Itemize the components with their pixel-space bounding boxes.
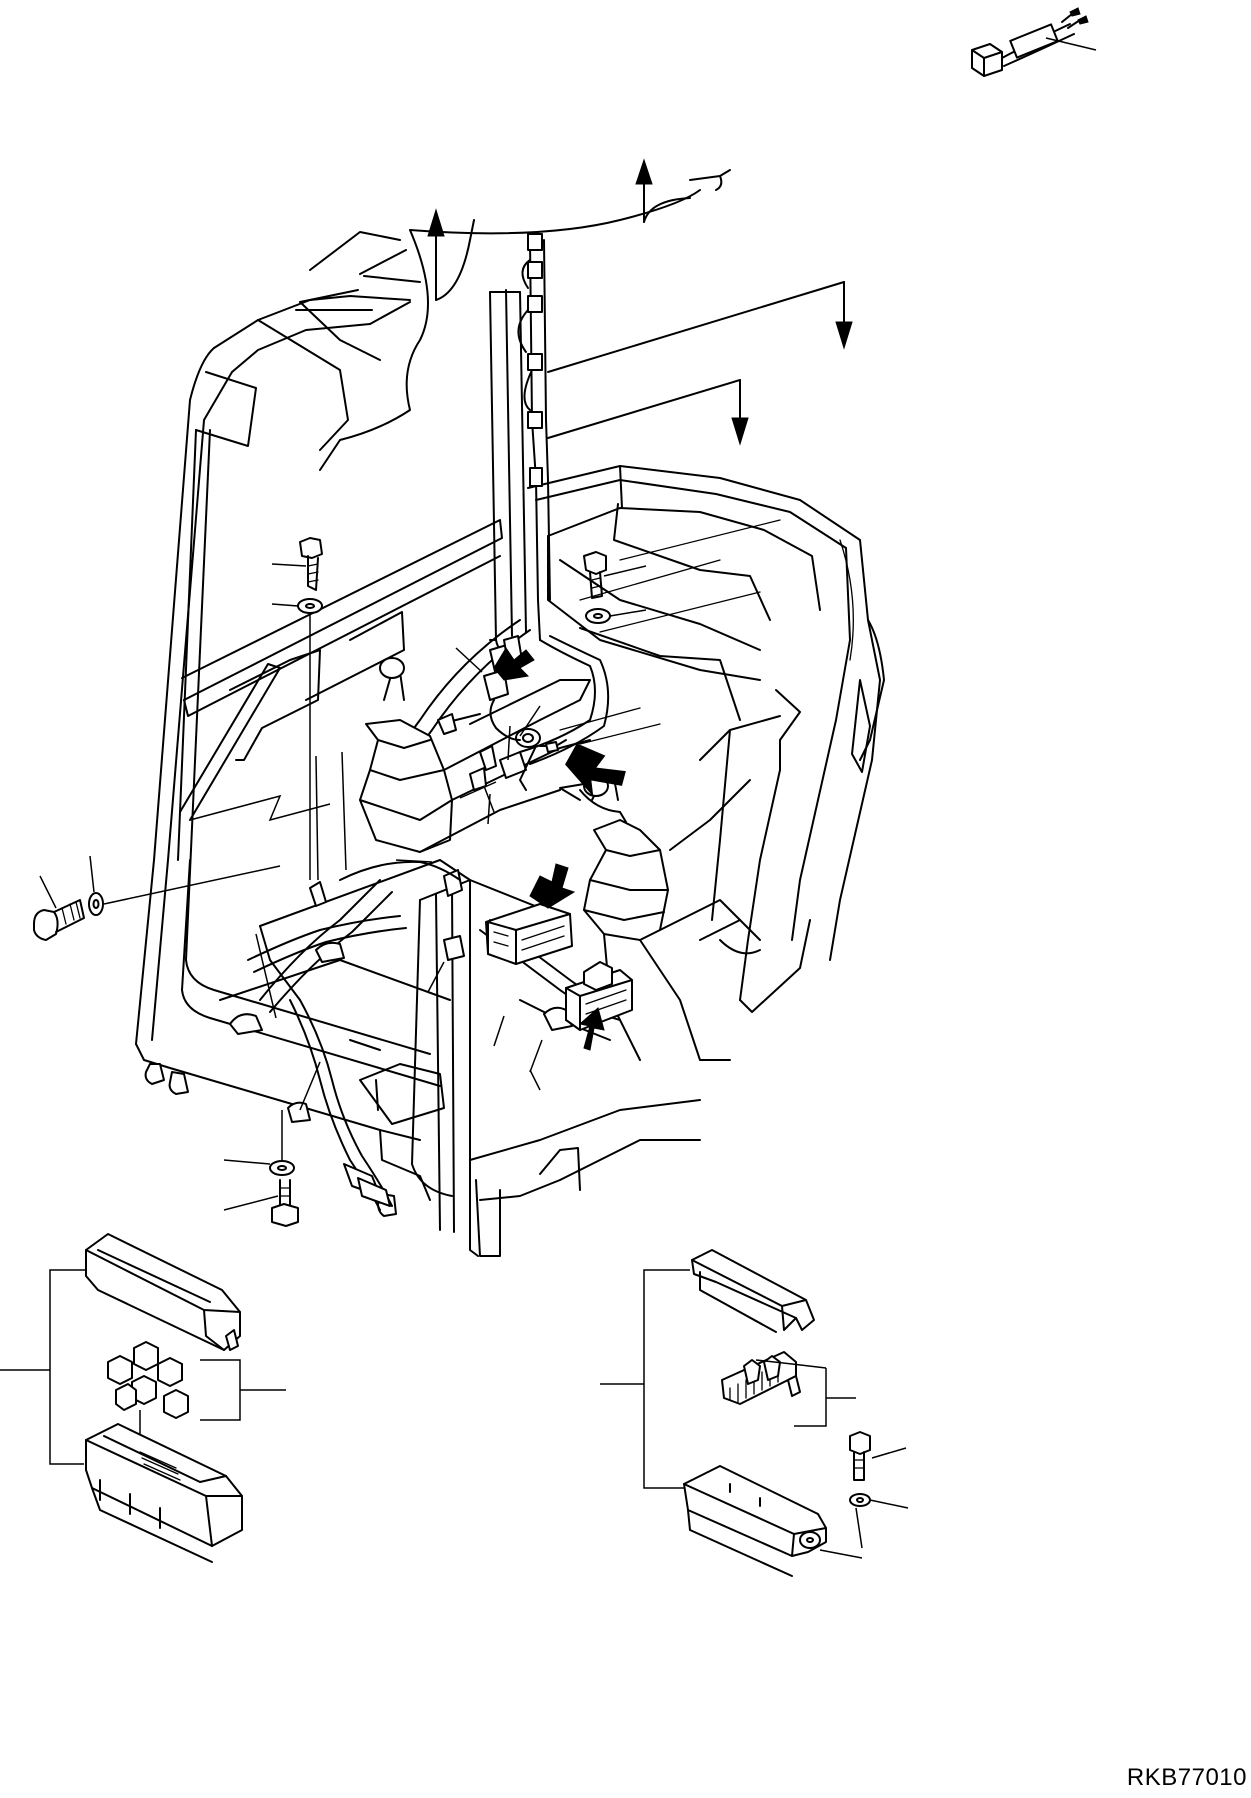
fasteners <box>34 538 646 1226</box>
washer-right-top <box>586 609 646 623</box>
washer-left-top <box>272 599 322 880</box>
washer-bottom <box>224 1110 294 1175</box>
bolt-side <box>34 876 84 940</box>
fuse-box-assembly <box>0 1234 286 1562</box>
left-control-console <box>360 658 590 852</box>
harness-connector-part <box>972 8 1096 76</box>
cab-frame <box>136 190 884 1256</box>
bolt-right-top <box>584 552 646 598</box>
direction-arrows <box>428 160 852 1050</box>
wiring-harness <box>230 234 630 1210</box>
drawing-code: RKB77010 <box>1126 1764 1247 1791</box>
washer-side <box>89 856 280 915</box>
bolt-bottom <box>224 1180 298 1226</box>
fuse-block-assembly <box>600 1250 908 1576</box>
bolt-left-top <box>272 538 322 590</box>
